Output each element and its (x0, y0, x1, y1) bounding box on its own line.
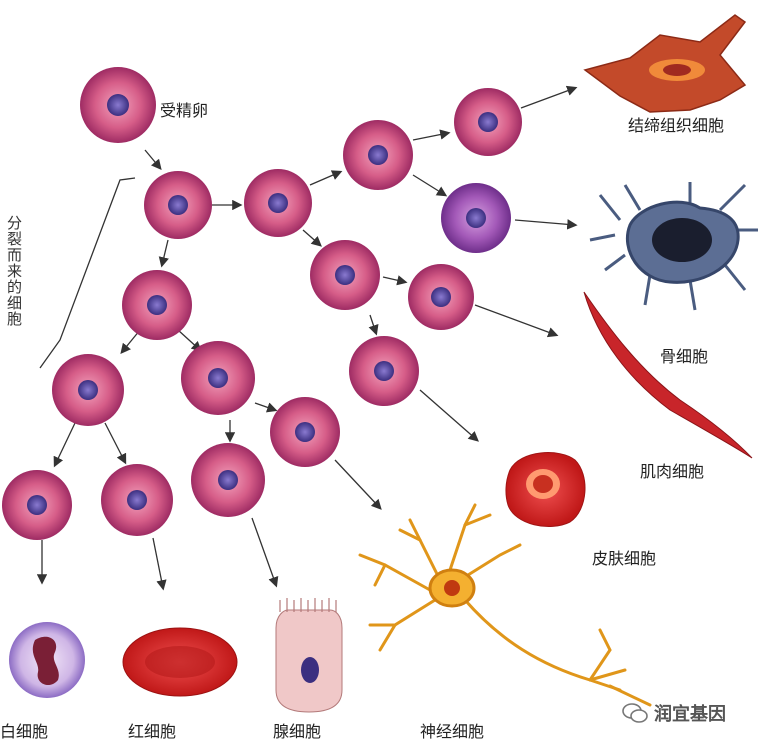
stem-cell (144, 171, 212, 239)
label-skin: 皮肤细胞 (592, 549, 657, 568)
stem-cell (2, 470, 72, 540)
bone-cell-image (589, 182, 758, 311)
white-blood-cell-image (9, 622, 85, 698)
label-gland: 腺细胞 (273, 722, 322, 741)
stem-cell (454, 88, 522, 156)
watermark: 润宜基因 (622, 700, 726, 726)
nerve-cell-image (358, 503, 652, 707)
label-white-blood: 白细胞 (0, 722, 49, 741)
stem-cell (343, 120, 413, 190)
stem-cell (244, 169, 312, 237)
label-nerve: 神经细胞 (420, 722, 485, 741)
label-divided-cells: 分裂而来的细胞 (5, 215, 23, 327)
stem-cell (270, 397, 340, 467)
connective-tissue-cell-image (583, 14, 747, 113)
stem-cell (122, 270, 192, 340)
wechat-icon (622, 703, 648, 723)
skin-cell-image (505, 452, 586, 527)
stem-cell (349, 336, 419, 406)
label-red-blood: 红细胞 (128, 722, 177, 741)
label-connective-tissue: 结缔组织细胞 (628, 116, 725, 135)
label-zygote: 受精卵 (160, 101, 209, 120)
label-muscle: 肌肉细胞 (640, 462, 705, 481)
label-bone: 骨细胞 (660, 347, 709, 366)
muscle-cell-image (583, 291, 753, 459)
stem-cell (310, 240, 380, 310)
watermark-text: 润宜基因 (654, 704, 726, 725)
stem-cell (52, 354, 124, 426)
bracket (39, 177, 136, 369)
stem-cell-zygote (80, 67, 156, 143)
red-blood-cell-image (122, 627, 238, 697)
gland-cell-image (275, 598, 343, 713)
stem-cell (101, 464, 173, 536)
stem-cell (408, 264, 474, 330)
stem-cell (191, 443, 265, 517)
arrows (36, 85, 578, 591)
stem-cell (181, 341, 255, 415)
stem-cell (441, 183, 511, 253)
stem-cells (2, 67, 522, 540)
